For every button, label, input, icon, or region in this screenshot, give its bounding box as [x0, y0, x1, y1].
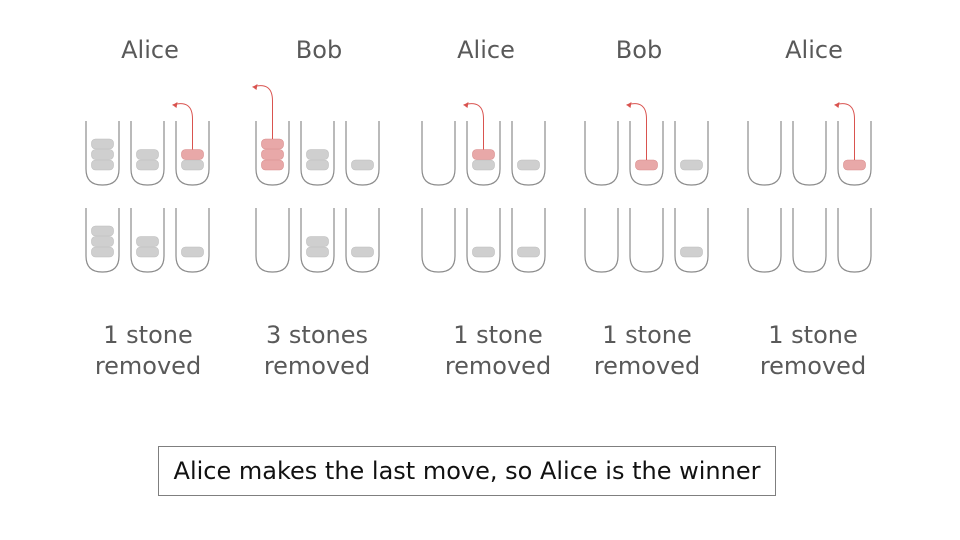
pile-outline — [629, 121, 664, 186]
stone-count-text: 1 stone — [768, 321, 858, 349]
removed-stone — [261, 159, 284, 171]
removed-stone — [843, 159, 866, 171]
pile-outline — [747, 121, 782, 186]
pile-outline — [747, 208, 782, 273]
stone — [91, 246, 114, 258]
stone — [181, 159, 204, 171]
arrow-head-icon — [463, 102, 469, 108]
stone — [136, 236, 159, 247]
pile-outline — [837, 121, 872, 186]
move-caption-step-1: 1 stone removed — [63, 320, 233, 382]
stone — [306, 149, 329, 160]
player-label-step-1: Alice — [121, 36, 179, 64]
pile-outline — [300, 208, 335, 273]
pile-outline — [584, 121, 619, 186]
arrow-head-icon — [834, 102, 840, 108]
stone — [351, 159, 374, 171]
stone — [91, 149, 114, 160]
stone — [91, 225, 114, 237]
player-label-step-5: Alice — [785, 36, 843, 64]
player-label-step-4: Bob — [615, 36, 663, 64]
pile-outline — [130, 121, 165, 186]
stone — [136, 159, 159, 171]
move-caption-step-3: 1 stone removed — [413, 320, 583, 382]
stone — [91, 159, 114, 171]
pile-outline — [674, 208, 709, 273]
removed-stone — [261, 138, 284, 150]
stone — [306, 236, 329, 247]
pile-outline — [629, 208, 664, 273]
pile-outline — [792, 208, 827, 273]
pile-outline — [300, 121, 335, 186]
stone-count-text: 1 stone — [453, 321, 543, 349]
pile-outline — [466, 121, 501, 186]
stone — [91, 236, 114, 247]
result-statement: Alice makes the last move, so Alice is t… — [158, 446, 776, 496]
stone-count-text: 1 stone — [103, 321, 193, 349]
pile-outline — [130, 208, 165, 273]
pile-outline — [674, 121, 709, 186]
stone — [472, 246, 495, 258]
removed-text: removed — [94, 352, 202, 380]
stone — [136, 246, 159, 258]
pile-outline — [421, 121, 456, 186]
pile-outline — [175, 208, 210, 273]
removed-text: removed — [759, 352, 867, 380]
pile-outline — [345, 208, 380, 273]
stone — [351, 246, 374, 258]
pile-outline — [255, 121, 290, 186]
stone — [91, 138, 114, 150]
stone-count-text: 1 stone — [602, 321, 692, 349]
stone — [306, 246, 329, 258]
move-caption-step-2: 3 stones removed — [232, 320, 402, 382]
stone — [472, 159, 495, 171]
removed-stone — [472, 149, 495, 160]
stone — [517, 246, 540, 258]
pile-outline — [345, 121, 380, 186]
stone — [181, 246, 204, 258]
stone-count-text: 3 stones — [266, 321, 368, 349]
pile-outline — [584, 208, 619, 273]
pile-outline — [511, 208, 546, 273]
stone — [136, 149, 159, 160]
arrow-head-icon — [172, 102, 178, 108]
arrow-head-icon — [626, 102, 632, 108]
pile-outline — [466, 208, 501, 273]
player-label-step-3: Alice — [457, 36, 515, 64]
pile-outline — [255, 208, 290, 273]
pile-outline — [85, 121, 120, 186]
pile-outline — [792, 121, 827, 186]
stone — [306, 159, 329, 171]
removed-text: removed — [593, 352, 701, 380]
removed-text: removed — [444, 352, 552, 380]
pile-outline — [837, 208, 872, 273]
move-caption-step-4: 1 stone removed — [562, 320, 732, 382]
removed-stone — [261, 149, 284, 160]
removed-text: removed — [263, 352, 371, 380]
pile-outline — [175, 121, 210, 186]
pile-outline — [511, 121, 546, 186]
removed-stone — [181, 149, 204, 160]
stone — [517, 159, 540, 171]
player-label-step-2: Bob — [295, 36, 343, 64]
removed-stone — [635, 159, 658, 171]
move-caption-step-5: 1 stone removed — [728, 320, 898, 382]
stone — [680, 246, 703, 258]
pile-outline — [85, 208, 120, 273]
pile-outline — [421, 208, 456, 273]
arrow-head-icon — [252, 84, 258, 90]
stone — [680, 159, 703, 171]
